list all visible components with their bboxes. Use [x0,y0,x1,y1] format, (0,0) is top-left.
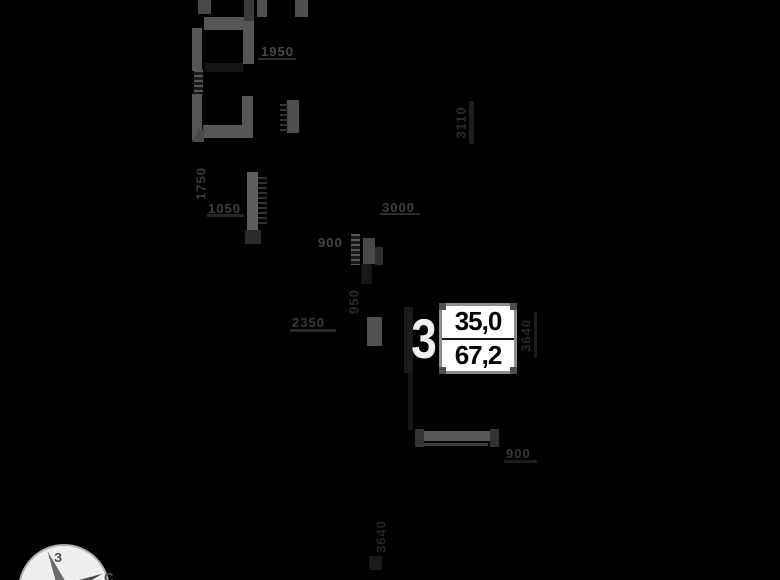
compass-west-label: З [54,550,62,565]
dimension-label-1750: 1750 [193,167,209,200]
dimension-line [504,460,537,463]
wall-segment [244,0,254,21]
wall-segment [204,17,254,30]
door-jamb [363,238,375,264]
dimension-line [380,213,420,215]
dimension-line [534,312,537,358]
box-corner [439,303,446,310]
window-symbol [424,431,492,441]
dimension-label-3640-right: 3640 [518,319,534,352]
compass-north-label: С [104,570,114,580]
compass-rose: З С [19,544,114,580]
area-divider [442,337,514,340]
dimension-line [258,58,296,60]
wall-segment [375,247,383,265]
wall-segment [192,28,202,71]
wall-segment [404,307,413,373]
window-end-cap [415,429,424,447]
wall-segment [408,373,413,430]
window-sill-line [424,443,488,446]
apartment-area-values: 35,0 67,2 [442,306,514,371]
dimension-label-900-door: 900 [318,235,343,250]
wall-segment [203,125,253,138]
dimension-line [469,101,474,144]
dimension-line [207,214,244,217]
box-corner [510,303,517,310]
wall-segment [242,96,253,128]
dimension-label-950: 950 [346,289,362,314]
window-symbol [247,172,258,231]
wall-segment [367,317,382,346]
wall-segment [245,230,261,244]
dimension-label-3000: 3000 [382,200,415,215]
apartment-number: 3 [411,307,437,370]
window-symbol [287,100,299,133]
window-hatch [280,104,288,131]
wall-segment [295,0,308,17]
window-end-cap [490,429,499,447]
compass-circle [19,544,109,580]
wall-segment [198,0,211,14]
apartment-area-box[interactable]: 35,0 67,2 [439,303,517,374]
dimension-label-3640-bottom: 3640 [373,520,389,553]
living-area-value: 35,0 [454,306,503,337]
total-area-value: 67,2 [454,339,503,370]
window-symbol [194,70,203,95]
box-corner [439,367,446,374]
window-hatch [258,177,267,227]
dimension-label-1050: 1050 [208,201,241,216]
compass-needles [35,551,103,580]
wall-segment [205,63,243,72]
box-corner [510,367,517,374]
dimension-line [290,329,336,332]
door-jamb [351,234,360,265]
wall-segment [361,264,372,284]
dimension-label-2350: 2350 [292,315,325,330]
dimension-label-1950: 1950 [261,44,294,59]
dimension-label-900-window: 900 [506,446,531,461]
dimension-label-3110: 3110 [453,106,469,139]
wall-segment [192,94,202,140]
wall-segment [369,556,382,570]
wall-segment [243,21,254,64]
wall-segment [257,0,267,17]
